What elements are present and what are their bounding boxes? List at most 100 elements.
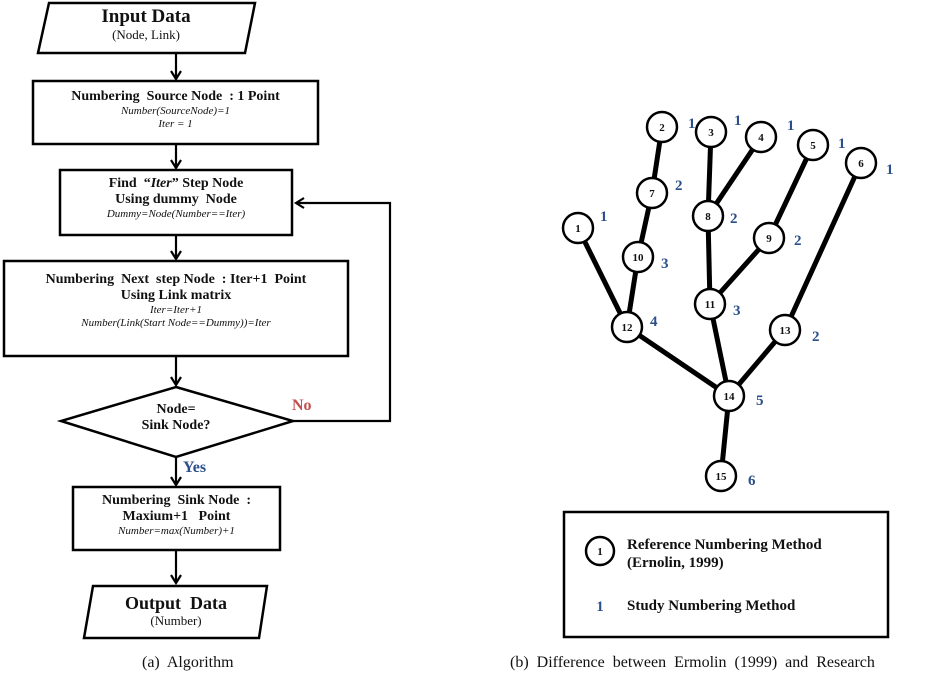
tree-edge-6-13 <box>782 161 864 332</box>
tree-node-reference-number: 11 <box>705 299 715 311</box>
legend-reference-symbol-circle <box>584 535 616 567</box>
step3-formula-1: Iter=Iter+1 <box>149 304 203 317</box>
legend-reference-label: Reference Numbering Method (Ernolin, 199… <box>627 536 822 572</box>
caption-b: (b) Difference between Ermolin (1999) an… <box>510 654 875 671</box>
step2-text: Find “Iter” Step Node Using dummy Node D… <box>60 176 292 221</box>
decision-line-1: Node= <box>156 402 196 417</box>
tree-node-study-number: 1 <box>600 209 608 225</box>
step1-box <box>31 79 320 146</box>
legend-study-symbol: 1 <box>596 599 604 615</box>
input-data-title: Input Data <box>101 6 191 27</box>
tree-node-reference-number: 10 <box>633 252 645 264</box>
tree-node-circle <box>704 459 738 493</box>
tree-node-study-number: 2 <box>812 329 820 345</box>
tree-node-circle <box>691 199 725 233</box>
tree-node-study-number: 1 <box>838 136 846 152</box>
tree-node-12: 12 4 <box>610 310 658 344</box>
tree-node-circle <box>635 176 669 210</box>
tree-node-study-number: 1 <box>787 118 795 134</box>
output-data-title: Output Data <box>124 593 227 613</box>
decision-text: Node= Sink Node? <box>100 402 252 434</box>
tree-node-14: 14 5 <box>712 379 764 413</box>
tree-node-study-number: 2 <box>730 211 738 227</box>
tree-node-reference-number: 2 <box>659 122 665 134</box>
tree-node-circle <box>744 120 778 154</box>
legend-box <box>562 510 890 639</box>
tree-node-3: 31 <box>694 113 742 149</box>
tree-node-circle <box>693 287 727 321</box>
output-data-shape <box>82 584 269 640</box>
tree-node-circle <box>752 221 786 255</box>
tree-node-circle <box>768 313 802 347</box>
input-data-subtitle: (Node, Link) <box>112 26 180 42</box>
step1-text: Numbering Source Node : 1 Point Number(S… <box>33 89 318 130</box>
tree-node-circle <box>645 110 679 144</box>
tree-node-reference-number: 5 <box>810 140 816 152</box>
tree-node-study-number: 3 <box>733 303 741 319</box>
tree-node-1: 11 <box>561 209 608 245</box>
tree-node-reference-number: 14 <box>724 391 736 403</box>
step1-formula-2: Iter = 1 <box>158 117 193 130</box>
tree-node-10: 10 3 <box>621 240 669 274</box>
tree-node-circle <box>561 211 595 245</box>
caption-a: (a) Algorithm <box>142 654 234 671</box>
decision-no-label: No <box>292 397 312 414</box>
step3-line2: Using Link matrix <box>120 288 232 304</box>
tree-node-circle <box>796 128 830 162</box>
step1-title: Numbering Source Node : 1 Point <box>71 89 280 104</box>
step2-box <box>58 168 294 237</box>
tree-node-reference-number: 8 <box>705 211 711 223</box>
step2-title-iter: Iter <box>150 176 172 191</box>
tree-node-reference-number: 4 <box>758 132 764 144</box>
output-data-text: Output Data (Number) <box>88 593 264 629</box>
tree-edge-1-12 <box>575 226 630 329</box>
tree-node-study-number: 6 <box>748 473 756 489</box>
tree-edge-5-9 <box>766 143 816 240</box>
tree-node-4: 41 <box>744 118 795 154</box>
step4-formula: Number=max(Number)+1 <box>118 525 235 538</box>
tree-node-study-number: 3 <box>661 256 669 272</box>
step2-title: Find “Iter” Step Node <box>60 176 292 192</box>
legend-reference-line-1: Reference Numbering Method <box>627 537 822 553</box>
step4-box <box>71 485 282 552</box>
tree-node-reference-number: 1 <box>575 223 581 235</box>
loop-back-line <box>293 197 392 423</box>
decision-yes-label: Yes <box>183 459 207 476</box>
tree-node-circle <box>621 240 655 274</box>
tree-edge-12-14 <box>625 324 731 399</box>
tree-node-study-number: 1 <box>688 116 696 132</box>
input-data-shape <box>36 1 257 55</box>
tree-node-reference-number: 15 <box>716 471 728 483</box>
legend-reference-line-2: (Ernolin, 1999) <box>627 555 724 571</box>
step3-box <box>2 259 350 358</box>
step4-line2: Maxium+1 Point <box>122 509 231 525</box>
tree-node-15: 15 6 <box>704 459 756 493</box>
tree-node-circle <box>694 115 728 149</box>
tree-node-reference-number: 3 <box>708 127 714 139</box>
legend-study-label: Study Numbering Method <box>627 598 796 614</box>
step4-title: Numbering Sink Node : <box>102 493 251 508</box>
tree-node-study-number: 1 <box>886 162 894 178</box>
tree-node-study-number: 1 <box>734 113 742 129</box>
tree-node-circle <box>610 310 644 344</box>
step4-text: Numbering Sink Node : Maxium+1 Point Num… <box>73 493 280 538</box>
tree-node-study-number: 4 <box>650 314 658 330</box>
tree-node-circle <box>844 146 878 180</box>
step2-title-pre: Find “ <box>108 176 151 191</box>
tree-node-study-number: 5 <box>756 393 764 409</box>
legend-reference-symbol-number: 1 <box>597 546 603 558</box>
tree-node-reference-number: 12 <box>622 322 634 334</box>
tree-node-11: 11 3 <box>693 287 741 321</box>
tree-node-circle <box>712 379 746 413</box>
tree-node-study-number: 2 <box>794 233 802 249</box>
step2-formula: Dummy=Node(Number==Iter) <box>106 208 246 221</box>
step3-text: Numbering Next step Node : Iter+1 Point … <box>4 272 348 329</box>
step2-line2: Using dummy Node <box>115 192 237 208</box>
